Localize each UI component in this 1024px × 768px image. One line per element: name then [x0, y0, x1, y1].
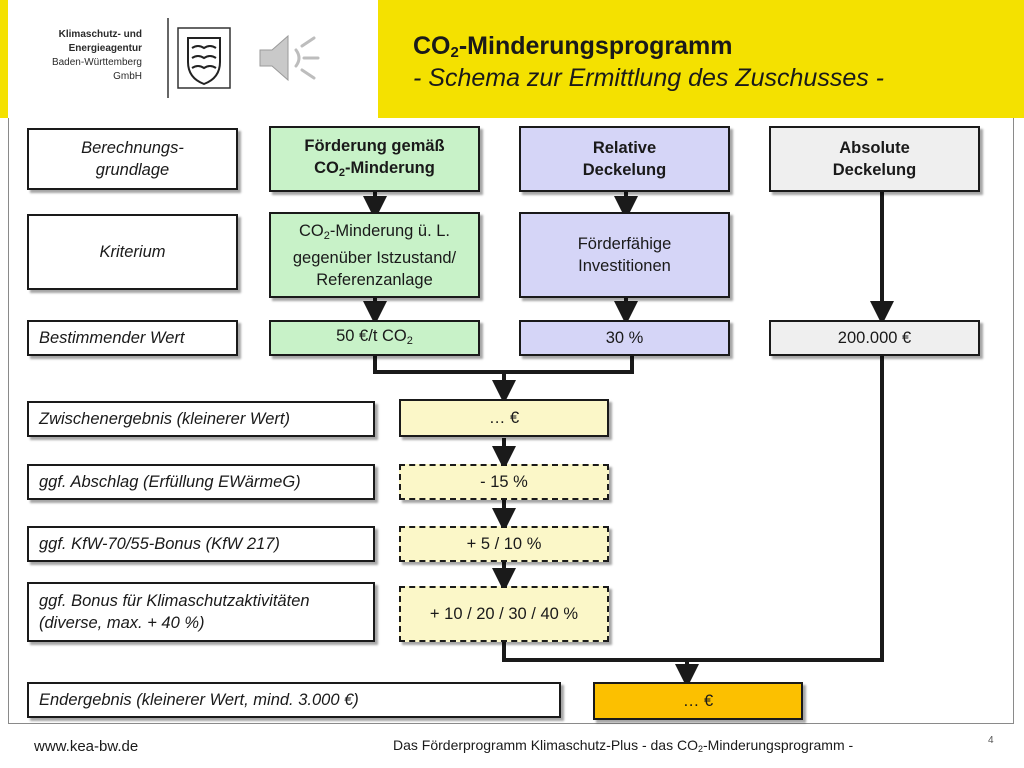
- calculation-basis-label: Berechnungs- grundlage: [27, 128, 238, 190]
- determining-value-label: Bestimmender Wert: [27, 320, 238, 356]
- eligible-investments-criterion: Förderfähige Investitionen: [519, 212, 730, 298]
- final-result-label: Endergebnis (kleinerer Wert, mind. 3.000…: [27, 682, 561, 718]
- coat-of-arms-icon: [167, 18, 231, 98]
- kfw-bonus-value: + 5 / 10 %: [399, 526, 609, 562]
- co2-reduction-criterion: CO2-Minderung ü. L. gegenüber Istzustand…: [269, 212, 480, 298]
- logo-panel: Klimaschutz- und Energieagentur Baden-Wü…: [8, 0, 378, 118]
- footer-text: Das Förderprogramm Klimaschutz-Plus - da…: [393, 737, 854, 754]
- relative-cap-value: 30 %: [519, 320, 730, 356]
- footer-url[interactable]: www.kea-bw.de: [34, 738, 139, 755]
- org-name-line-3: Baden-Württemberg: [51, 57, 142, 68]
- climate-bonus-label: ggf. Bonus für Klimaschutzaktivitäten (d…: [27, 582, 375, 642]
- page-number: 4: [988, 735, 994, 746]
- relative-cap-header: Relative Deckelung: [519, 126, 730, 192]
- criterion-label: Kriterium: [27, 214, 238, 290]
- page-subtitle: - Schema zur Ermittlung des Zuschusses -: [413, 64, 884, 92]
- co2-reduction-funding-header: Förderung gemäß CO2-Minderung: [269, 126, 480, 192]
- page-title: CO2-Minderungsprogramm: [413, 32, 733, 61]
- org-name-line-4: GmbH: [113, 71, 142, 82]
- org-name-line-1: Klimaschutz- und: [58, 29, 142, 40]
- speaker-icon[interactable]: [256, 30, 326, 86]
- content-frame: [8, 118, 1014, 724]
- final-result-value: … €: [593, 682, 803, 720]
- deduction-label: ggf. Abschlag (Erfüllung EWärmeG): [27, 464, 375, 500]
- co2-rate-value: 50 €/t CO2: [269, 320, 480, 356]
- intermediate-result-label: Zwischenergebnis (kleinerer Wert): [27, 401, 375, 437]
- kfw-bonus-label: ggf. KfW-70/55-Bonus (KfW 217): [27, 526, 375, 562]
- deduction-value: - 15 %: [399, 464, 609, 500]
- intermediate-result-value: … €: [399, 399, 609, 437]
- absolute-cap-header: Absolute Deckelung: [769, 126, 980, 192]
- absolute-cap-value: 200.000 €: [769, 320, 980, 356]
- climate-bonus-value: + 10 / 20 / 30 / 40 %: [399, 586, 609, 642]
- org-name-line-2: Energieagentur: [68, 43, 142, 54]
